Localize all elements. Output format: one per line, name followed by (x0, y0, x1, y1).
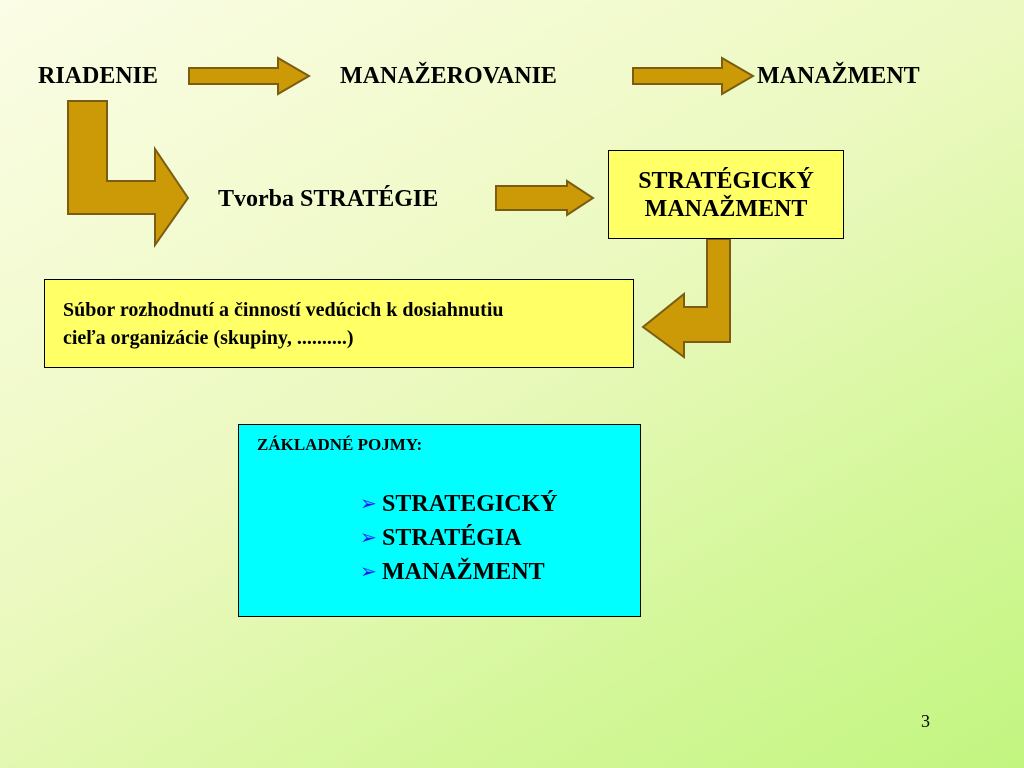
basic-concepts-title: ZÁKLADNÉ POJMY: (257, 435, 423, 454)
strategy-creation-label: Tvorba STRATÉGIE (218, 186, 439, 212)
term-riadenie: RIADENIE (38, 63, 159, 89)
concept-label: MANAŽMENT (382, 559, 545, 585)
definition-box: Súbor rozhodnutí a činností vedúcich k d… (44, 279, 634, 368)
basic-concepts-list: ➢ STRATEGICKÝ ➢ STRATÉGIA ➢ MANAŽMENT (360, 487, 558, 589)
bent-arrow-down-right-icon (67, 100, 190, 249)
list-item: ➢ MANAŽMENT (360, 555, 558, 589)
definition-line2: cieľa organizácie (skupiny, ..........) (63, 327, 354, 349)
list-item: ➢ STRATEGICKÝ (360, 487, 558, 521)
term-manazerovanie: MANAŽEROVANIE (340, 63, 557, 89)
strategic-management-line1: STRATÉGICKÝ (638, 167, 814, 194)
basic-concepts-box: ZÁKLADNÉ POJMY: ➢ STRATEGICKÝ ➢ STRATÉGI… (238, 424, 641, 617)
arrowhead-bullet-icon: ➢ (360, 493, 377, 515)
arrowhead-bullet-icon: ➢ (360, 561, 377, 583)
arrow-right-icon (632, 56, 755, 96)
strategic-management-box: STRATÉGICKÝ MANAŽMENT (608, 150, 844, 239)
arrow-right-icon (495, 179, 595, 217)
term-manazment: MANAŽMENT (757, 63, 920, 89)
concept-label: STRATÉGIA (382, 525, 522, 551)
strategic-management-line2: MANAŽMENT (644, 195, 808, 222)
concept-label: STRATEGICKÝ (382, 491, 558, 517)
definition-line1: Súbor rozhodnutí a činností vedúcich k d… (63, 299, 504, 321)
arrowhead-bullet-icon: ➢ (360, 527, 377, 549)
page-number: 3 (921, 711, 930, 731)
bent-arrow-down-left-icon (641, 238, 731, 359)
arrow-right-icon (188, 56, 311, 96)
list-item: ➢ STRATÉGIA (360, 521, 558, 555)
